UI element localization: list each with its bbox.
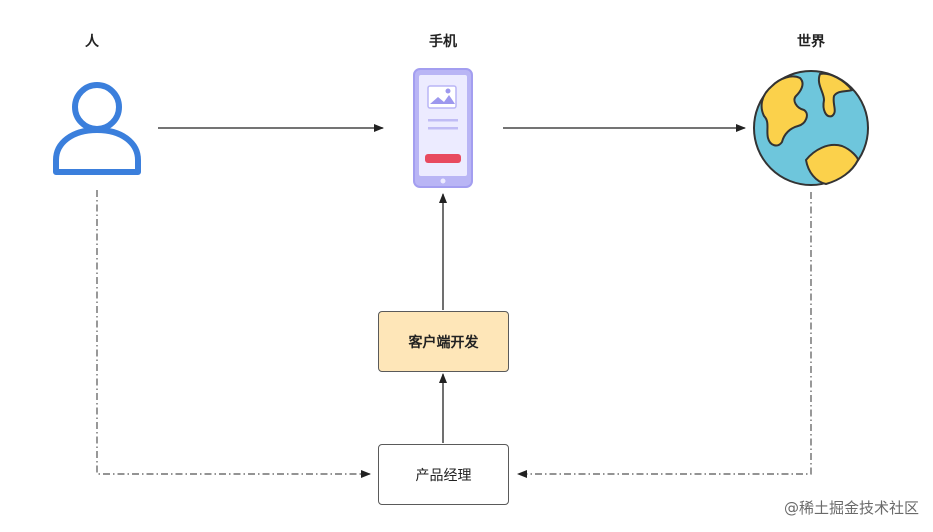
node-client-dev: 客户端开发 <box>378 311 509 372</box>
node-label-person: 人 <box>85 34 99 50</box>
globe-icon <box>753 70 869 186</box>
node-label-phone: 手机 <box>429 34 457 50</box>
edge-person-to-pm <box>96 190 371 478</box>
node-label-world: 世界 <box>797 34 825 50</box>
watermark: @稀土掘金技术社区 <box>783 499 919 517</box>
node-label-product-manager: 产品经理 <box>415 467 472 484</box>
node-label-client-dev: 客户端开发 <box>408 334 479 351</box>
smartphone-icon <box>413 68 473 188</box>
node-product-manager: 产品经理 <box>378 444 509 505</box>
person-icon <box>53 82 141 175</box>
edge-world-to-pm <box>517 192 812 478</box>
